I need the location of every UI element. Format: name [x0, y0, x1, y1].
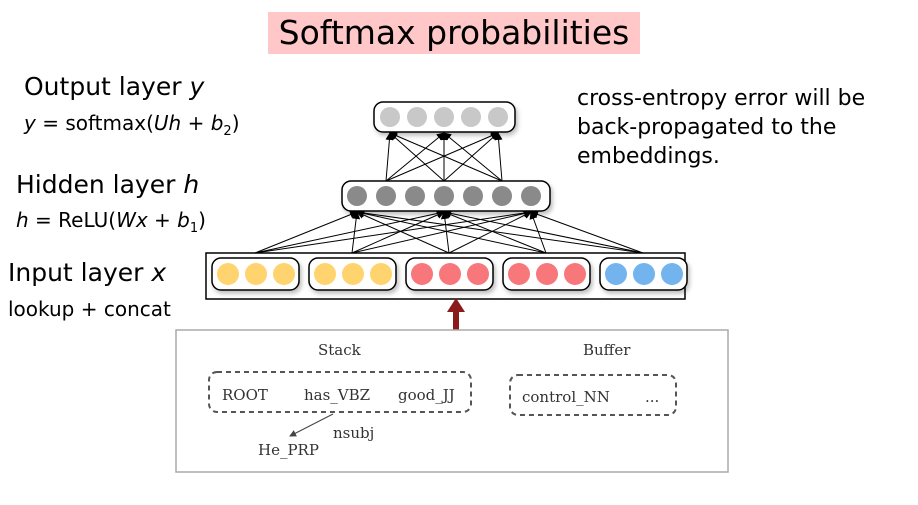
input-unit: [439, 263, 461, 285]
input-unit: [273, 263, 295, 285]
input-unit: [564, 263, 586, 285]
connection-arrow: [385, 132, 445, 182]
stack-label: Stack: [318, 341, 361, 359]
connection-arrow: [530, 210, 644, 254]
connection-arrow: [351, 209, 532, 254]
hidden-unit: [376, 186, 396, 206]
stack-item: good_JJ: [398, 386, 455, 404]
output-unit: [461, 107, 481, 127]
output-unit: [380, 107, 400, 127]
connection-arrow: [443, 209, 644, 254]
dependency-arc: [289, 413, 334, 437]
backprop-note: cross-entropy error will be back-propaga…: [577, 84, 865, 171]
output-unit: [434, 107, 454, 127]
input-layer-label: Input layer x: [8, 258, 167, 287]
connection-arrow: [448, 211, 532, 254]
connection-arrow: [356, 209, 547, 254]
input-unit: [314, 263, 336, 285]
connection-arrow: [389, 132, 445, 182]
connection-arrow: [529, 211, 547, 254]
stack-item: has_VBZ: [304, 386, 371, 404]
arc-label: nsubj: [333, 424, 375, 442]
dependent-word: He_PRP: [258, 441, 319, 459]
input-unit: [342, 263, 364, 285]
connection-arrow: [356, 209, 644, 254]
buffer-item: ...: [645, 388, 660, 406]
buffer-item: control_NN: [522, 388, 610, 406]
connection-arrow: [440, 211, 450, 254]
connections: [254, 132, 644, 254]
connection-arrow: [356, 211, 450, 254]
input-unit: [508, 263, 530, 285]
input-unit: [536, 263, 558, 285]
input-unit: [370, 263, 392, 285]
connection-arrow: [385, 132, 499, 182]
output-layer-equation: y = softmax(Uh + b2): [24, 111, 240, 139]
note-line: embeddings.: [577, 144, 720, 169]
page-title: Softmax probabilities: [268, 12, 640, 54]
connection-arrow: [254, 209, 445, 254]
stack-item: ROOT: [222, 386, 268, 404]
input-unit: [633, 263, 655, 285]
hidden-layer-label: Hidden layer h: [16, 170, 200, 199]
input-unit: [467, 263, 489, 285]
input-layer-subtitle: lookup + concat: [8, 297, 171, 321]
hidden-unit: [347, 186, 367, 206]
input-unit: [411, 263, 433, 285]
input-unit: [661, 263, 683, 285]
connection-arrow: [385, 132, 394, 182]
connection-arrow: [443, 132, 499, 182]
connection-arrow: [254, 209, 532, 254]
connection-arrow: [494, 132, 503, 182]
connection-arrow: [351, 211, 445, 254]
connection-arrow: [351, 211, 361, 254]
buffer-label: Buffer: [583, 341, 631, 359]
stack-box: [208, 371, 472, 413]
note-line: cross-entropy error will be: [577, 86, 866, 111]
hidden-unit: [434, 186, 454, 206]
output-unit: [407, 107, 427, 127]
units: [205, 101, 688, 300]
parser-panel: [175, 329, 729, 473]
connection-arrow: [254, 210, 358, 254]
hidden-layer-equation: h = ReLU(Wx + b1): [16, 208, 206, 236]
output-layer-label: Output layer y: [24, 72, 205, 101]
buffer-box: [509, 374, 677, 416]
connection-arrow: [443, 132, 503, 182]
hidden-unit: [405, 186, 425, 206]
hidden-unit: [492, 186, 512, 206]
hidden-unit: [463, 186, 483, 206]
note-line: back-propagated to the: [577, 115, 837, 140]
output-unit: [488, 107, 508, 127]
input-unit: [245, 263, 267, 285]
input-unit: [605, 263, 627, 285]
input-unit: [217, 263, 239, 285]
arrow-head-icon: [447, 298, 465, 312]
connection-arrow: [443, 210, 547, 254]
hidden-unit: [521, 186, 541, 206]
connection-arrow: [389, 132, 503, 182]
